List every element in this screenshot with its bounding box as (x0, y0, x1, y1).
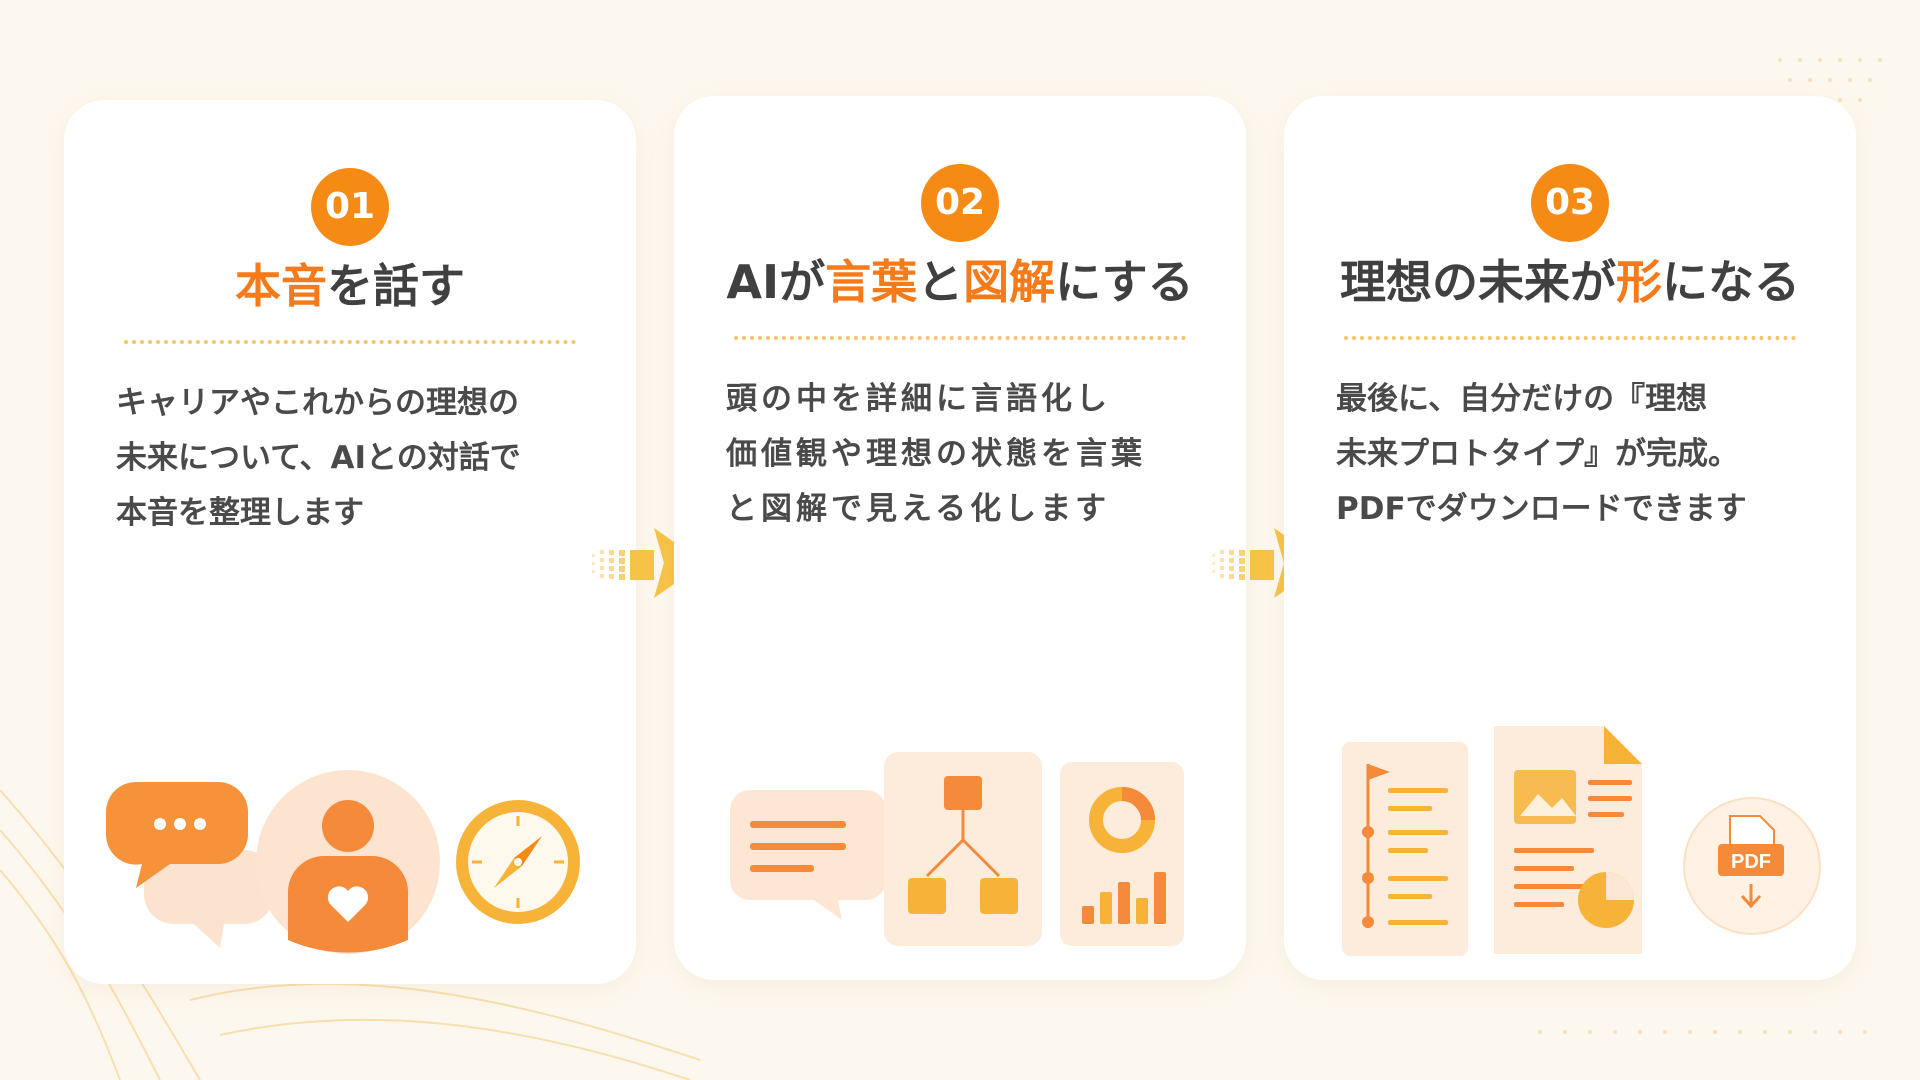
person-heart-icon (256, 770, 440, 954)
step-title: AIが言葉と図解にする (726, 255, 1194, 309)
pdf-download-icon: PDF (1683, 797, 1821, 935)
step-description: 最後に、自分だけの『理想 未来プロトタイプ』が完成。 PDFでダウンロードできま… (1336, 381, 1747, 527)
step-number-badge: 03 (1531, 164, 1609, 242)
roadmap-document-icon (1342, 742, 1468, 956)
pdf-label: PDF (1731, 851, 1771, 873)
speech-bubble-icon (105, 782, 274, 948)
step-illustration (105, 770, 580, 954)
dotted-divider (124, 340, 576, 344)
dotted-divider (1344, 336, 1796, 340)
step-title: 理想の未来が形になる (1340, 255, 1800, 309)
step-card-1: 01 本音を話す キャリアやこれからの理想の 未来について、AIとの対話で 本音… (64, 100, 636, 984)
donut-bar-chart-icon (1060, 762, 1184, 946)
step-illustration: PDF (1342, 726, 1821, 956)
step-description: キャリアやこれからの理想の 未来について、AIとの対話で 本音を整理します (116, 385, 521, 531)
step-card-3: 03 理想の未来が形になる 最後に、自分だけの『理想 未来プロトタイプ』が完成。… (1284, 96, 1856, 980)
step-title: 本音を話す (235, 259, 465, 313)
step-description: 頭の中を詳細に言語化し 価値観や理想の状態を言葉 と図解で見える化します (726, 381, 1146, 527)
flowchart-icon (884, 752, 1042, 946)
dotted-divider (734, 336, 1186, 340)
step-number-badge: 01 (311, 168, 389, 246)
step-number-badge: 02 (921, 164, 999, 242)
compass-icon (456, 800, 580, 924)
step-illustration (730, 752, 1184, 946)
text-bubble-icon (730, 790, 886, 920)
report-document-icon (1494, 726, 1642, 954)
step-card-2: 02 AIが言葉と図解にする 頭の中を詳細に言語化し 価値観や理想の状態を言葉 … (674, 96, 1246, 980)
